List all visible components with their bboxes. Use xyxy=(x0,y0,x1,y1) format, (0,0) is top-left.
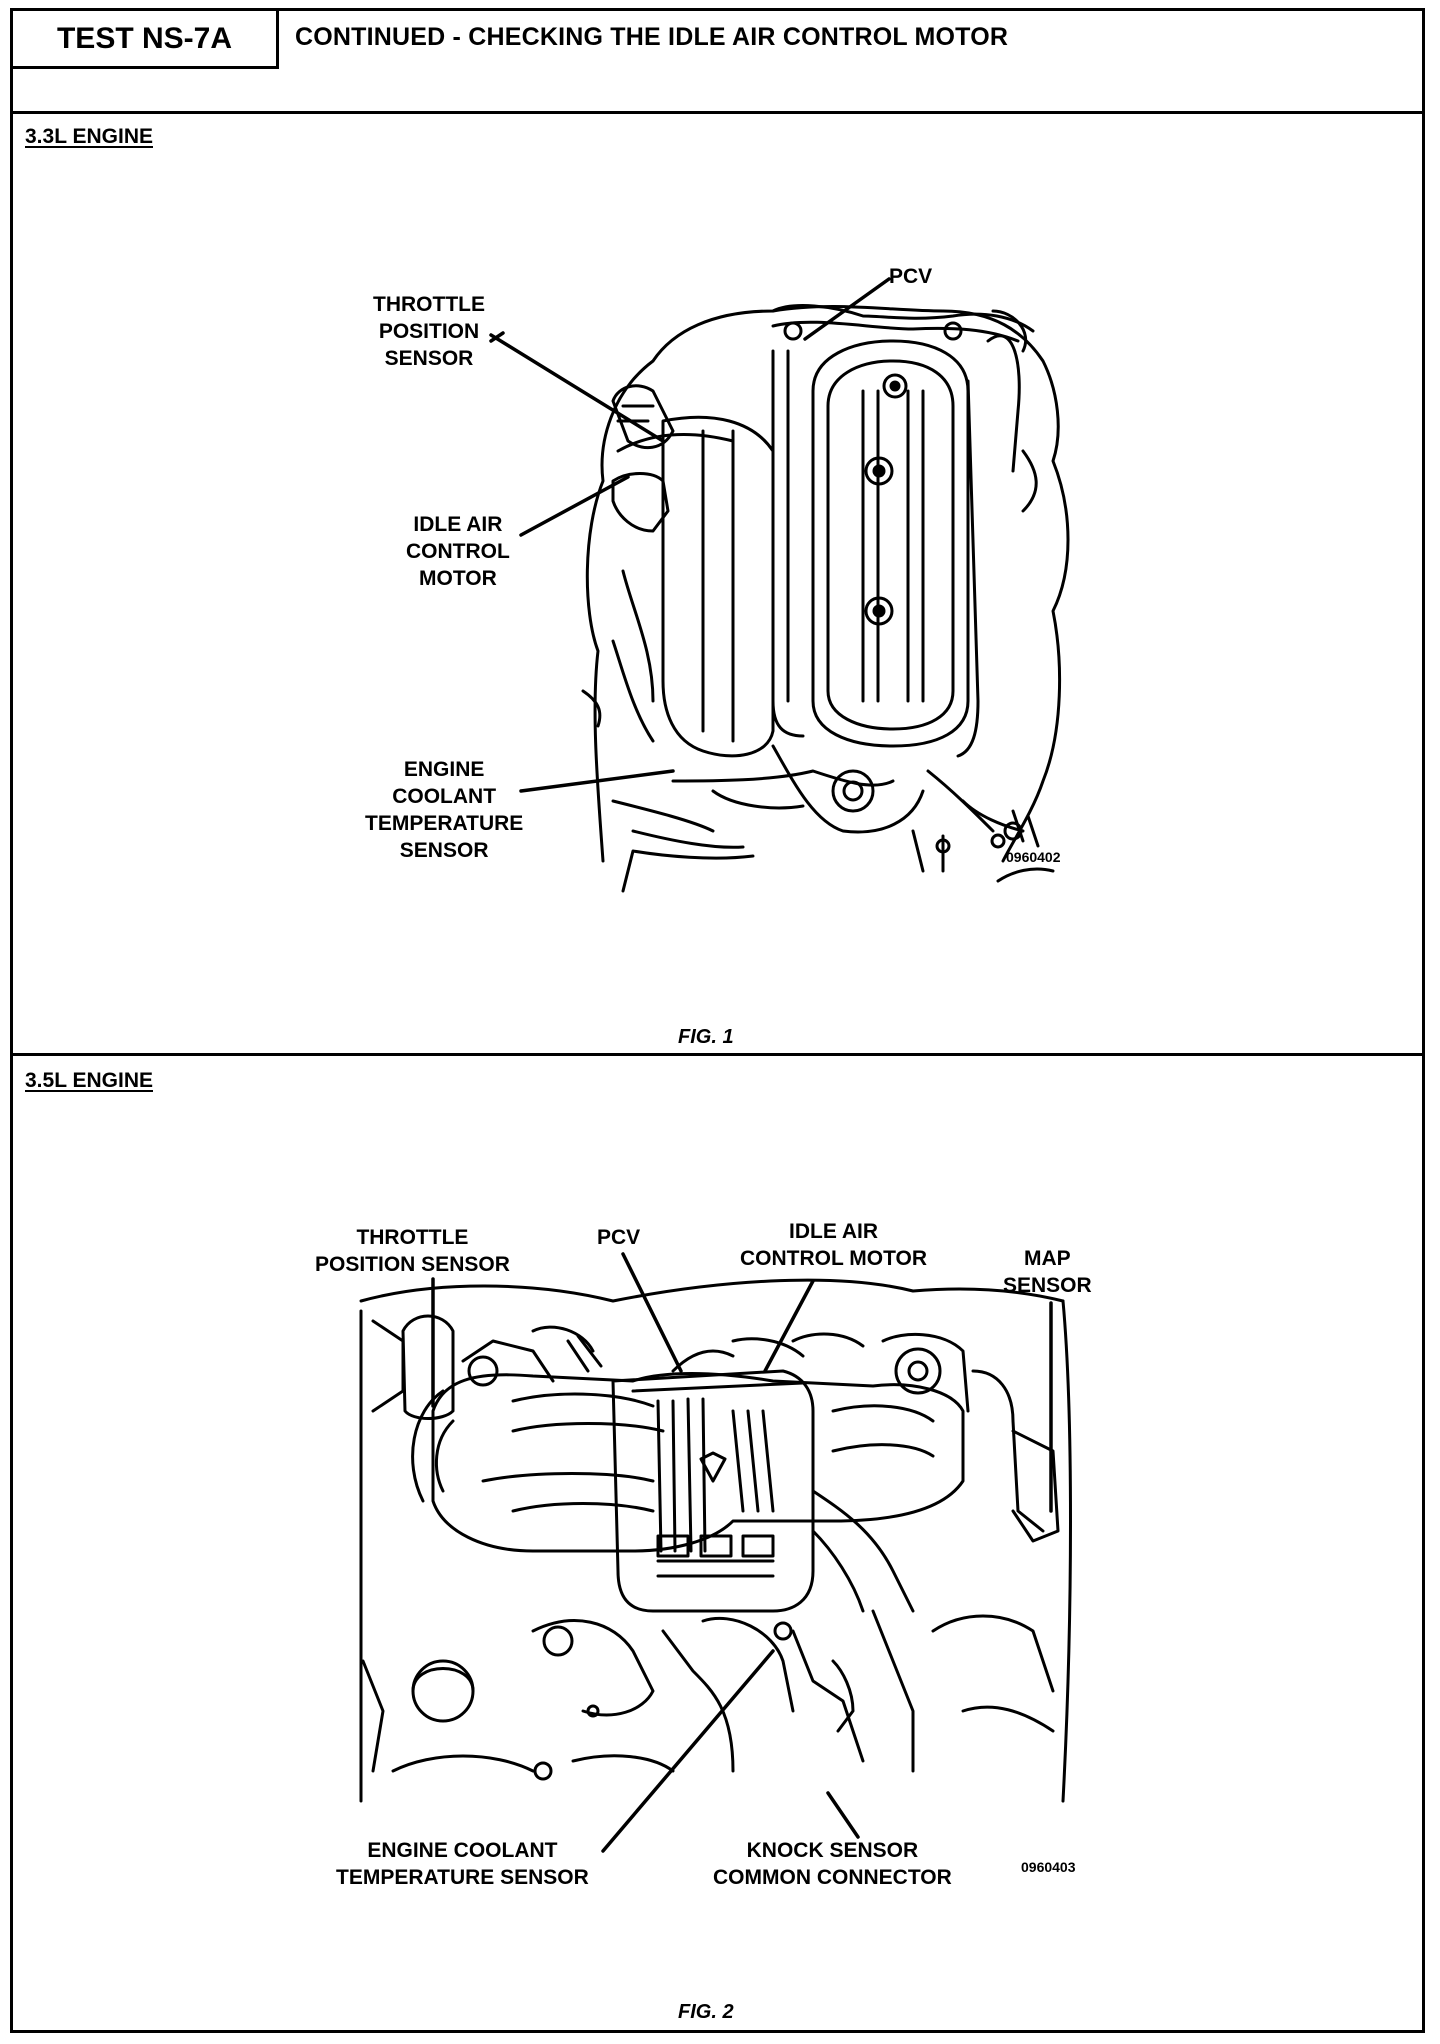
engine-3-3l-illustration xyxy=(581,304,1070,893)
section-label-3-5l: 3.5L ENGINE xyxy=(25,1069,153,1092)
engine-3-5l-illustration xyxy=(359,1278,1072,1803)
fig1-leader-lines xyxy=(489,277,891,793)
part-number-3-3l: 0960402 xyxy=(1006,849,1061,865)
figure-caption-1: FIG. 1 xyxy=(678,1026,734,1048)
service-manual-page: TEST NS-7A CONTINUED - CHECKING THE IDLE… xyxy=(10,8,1425,2033)
test-id-box: TEST NS-7A xyxy=(13,11,279,69)
header-divider xyxy=(13,111,1422,114)
page-title: CONTINUED - CHECKING THE IDLE AIR CONTRO… xyxy=(295,23,1009,51)
fig2-leader-lines xyxy=(431,1252,1053,1853)
section-divider xyxy=(13,1053,1422,1056)
callout-pcv-3-5l: PCV xyxy=(597,1226,641,1249)
part-number-3-5l: 0960403 xyxy=(1021,1859,1076,1875)
figure-caption-2: FIG. 2 xyxy=(678,2001,734,2023)
callout-pcv-3-3l: PCV xyxy=(889,265,933,288)
section-label-3-3l: 3.3L ENGINE xyxy=(25,125,153,148)
